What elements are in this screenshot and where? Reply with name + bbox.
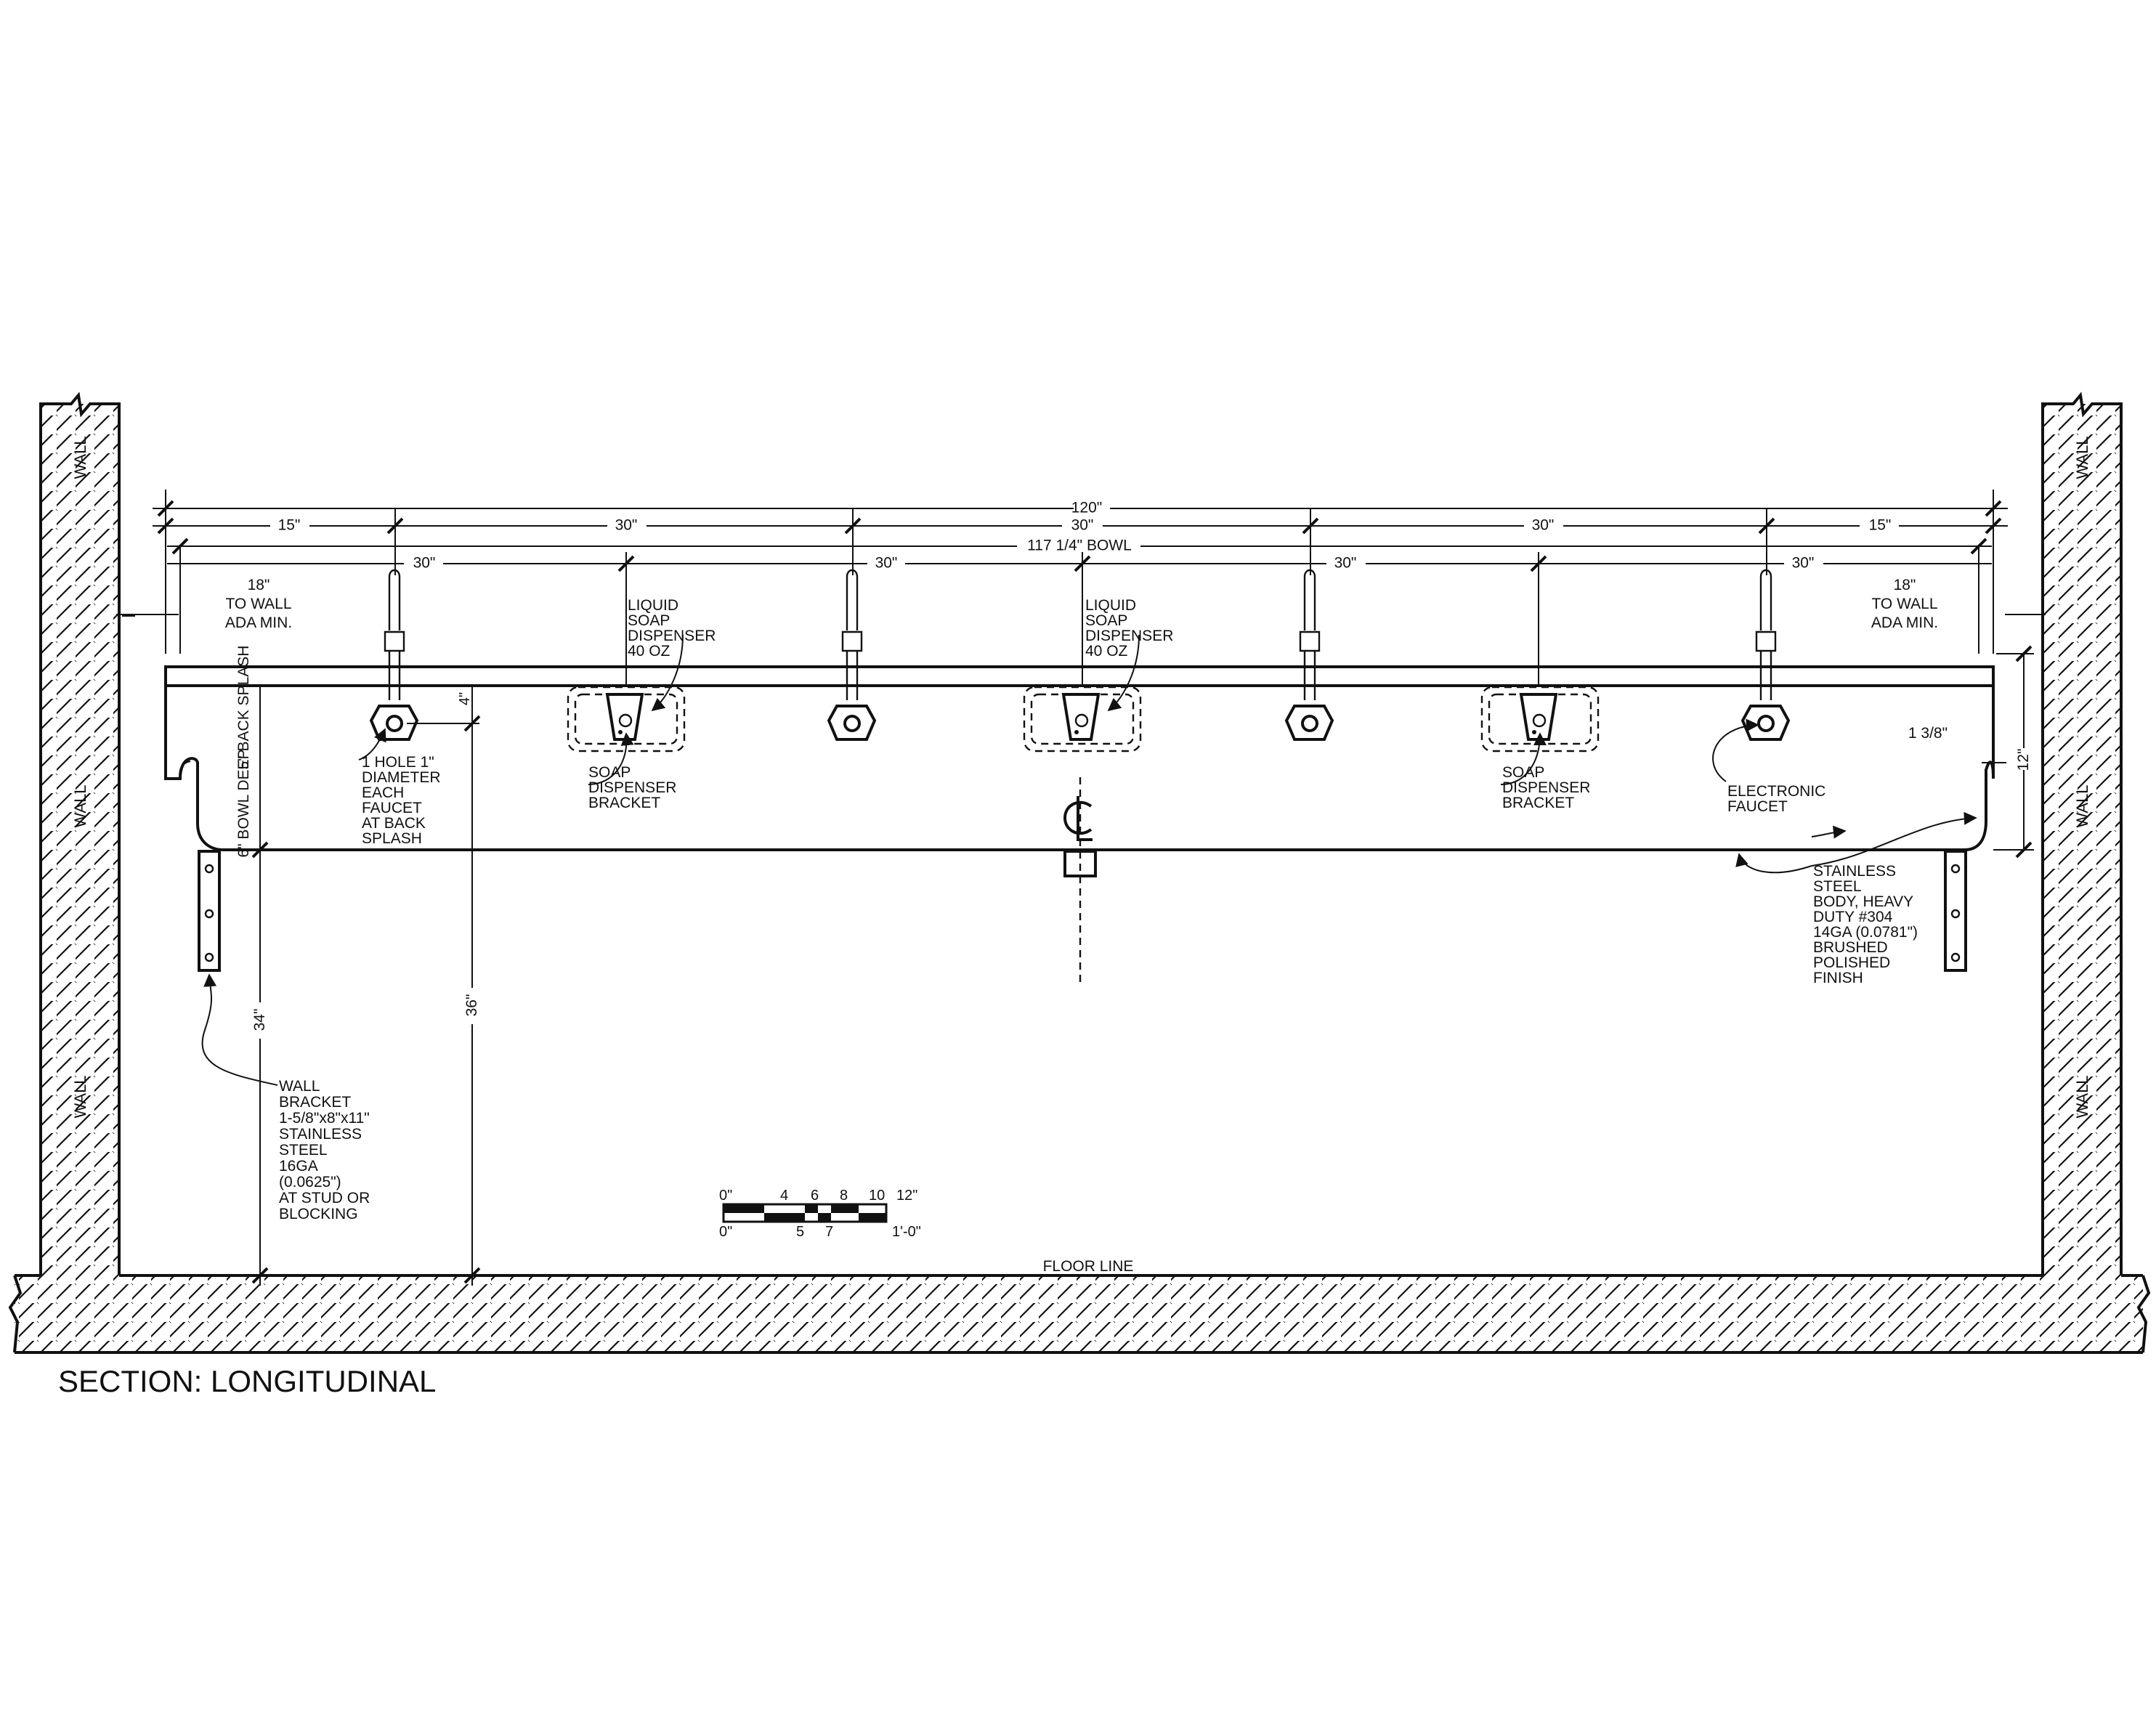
dim-faucet-span-2: 30": [875, 555, 898, 572]
wall-right: [2041, 392, 2123, 1275]
dim-height-12: 12": [2015, 749, 2032, 771]
faucet-1: [369, 569, 419, 741]
callout-liquid-soap-1: LIQUID SOAP DISPENSER 40 OZ: [628, 597, 720, 660]
dim-backsplash: 5" BACK SPLASH: [235, 646, 252, 770]
scale-tick-4: 4: [780, 1188, 788, 1204]
scale-tick-6: 6: [811, 1188, 819, 1204]
soap-dispenser-2: [1023, 686, 1142, 752]
wall-label-right-low: WALL: [2073, 1075, 2091, 1118]
faucet-4: [1740, 569, 1791, 741]
wall-label-left-low: WALL: [71, 1075, 89, 1118]
centerline-symbol: [1063, 796, 1093, 841]
scale-btick-7: 7: [825, 1224, 833, 1240]
dim-end-right: 15": [1869, 517, 1892, 534]
ada-right-value: 18": [1894, 577, 1916, 593]
scale-btick-5: 5: [796, 1224, 804, 1240]
callout-stainless-body: STAINLESS STEEL BODY, HEAVY DUTY #304 14…: [1813, 863, 1922, 986]
wall-label-right-top: WALL: [2073, 436, 2091, 479]
dim-height-36: 36": [463, 994, 480, 1017]
callout-soap-bracket-2: SOAP DISPENSER BRACKET: [1502, 764, 1594, 811]
dimension-lines: [116, 490, 2046, 1286]
ada-left-line2: ADA MIN.: [225, 614, 292, 631]
dim-span-1: 30": [615, 517, 638, 534]
dim-overall: 120": [1071, 500, 1103, 516]
callout-liquid-soap-2: LIQUID SOAP DISPENSER 40 OZ: [1085, 597, 1178, 660]
dim-bowl-depth: 6" BOWL DEEP: [235, 749, 252, 857]
sink-body: [164, 665, 1995, 851]
faucet-2: [827, 569, 877, 741]
scale-tick-8: 8: [840, 1188, 848, 1204]
callout-faucet-hole: 1 HOLE 1" DIAMETER EACH FAUCET AT BACK S…: [362, 754, 445, 847]
ada-right-line2: ADA MIN.: [1871, 614, 1938, 631]
floor-line-label: FLOOR LINE: [1043, 1258, 1134, 1275]
scale-btick-1ft: 1'-0": [892, 1224, 921, 1240]
dim-top-offset: 4": [457, 692, 473, 705]
ada-left-value: 18": [248, 577, 270, 593]
dim-bowl: 117 1/4" BOWL: [1027, 538, 1132, 554]
floor-slab: [8, 1274, 2151, 1354]
dim-end-left: 15": [278, 517, 301, 534]
dim-faucet-span-4: 30": [1792, 555, 1815, 572]
wall-bracket-right: [1944, 850, 1967, 972]
scale-tick-10: 10: [869, 1188, 885, 1204]
wall-label-left-mid: WALL: [71, 784, 89, 827]
scale-bar: [722, 1203, 888, 1223]
drain: [1063, 777, 1097, 983]
scale-tick-0: 0": [719, 1188, 732, 1204]
ada-right-line1: TO WALL: [1871, 596, 1937, 612]
dim-span-2: 30": [1071, 517, 1094, 534]
dim-height-34: 34": [251, 1009, 268, 1031]
dim-span-3: 30": [1532, 517, 1555, 534]
dim-rim: 1 3/8": [1908, 725, 1948, 742]
scale-tick-12: 12": [896, 1188, 917, 1204]
wall-label-right-mid: WALL: [2073, 784, 2091, 827]
ada-left-line1: TO WALL: [225, 596, 291, 612]
drawing-title: SECTION: LONGITUDINAL: [58, 1364, 436, 1398]
callout-leaders: [201, 634, 1977, 1086]
wall-left: [39, 392, 121, 1275]
dim-faucet-span-1: 30": [413, 555, 436, 572]
callout-electronic-faucet: ELECTRONIC FAUCET: [1727, 783, 1830, 815]
wall-label-left-top: WALL: [71, 436, 89, 479]
callout-wall-bracket: WALL BRACKET 1-5/8"x8"x11" STAINLESS STE…: [279, 1078, 374, 1222]
callout-soap-bracket-1: SOAP DISPENSER BRACKET: [588, 764, 681, 811]
scale-btick-0: 0": [719, 1224, 732, 1240]
dim-faucet-span-3: 30": [1334, 555, 1357, 572]
faucet-3: [1284, 569, 1334, 741]
wall-bracket-left: [198, 850, 221, 972]
